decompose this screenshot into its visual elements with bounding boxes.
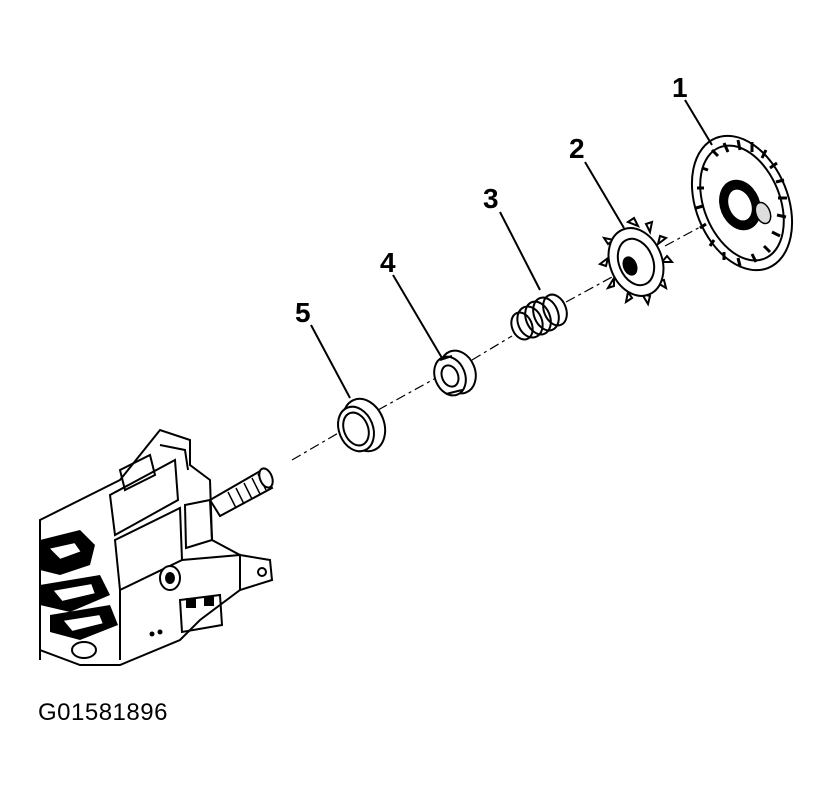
- callout-4: 4: [380, 247, 396, 278]
- part-2-gear: [597, 216, 675, 307]
- part-5-ring: [337, 397, 387, 453]
- callout-3: 3: [483, 183, 499, 214]
- callout-5: 5: [295, 297, 311, 328]
- callout-leaders: [310, 99, 713, 399]
- part-3-spring: [510, 293, 568, 341]
- steering-column-housing: [39, 428, 274, 666]
- callout-2: 2: [569, 133, 585, 164]
- figure-id: G01581896: [38, 699, 168, 726]
- callout-1: 1: [672, 72, 688, 103]
- switch-cluster: [39, 520, 118, 660]
- part-1-reluctor-ring: [690, 134, 794, 272]
- part-4-collar: [433, 349, 477, 397]
- splined-shaft: [208, 467, 274, 518]
- assembly-axis: [291, 225, 703, 461]
